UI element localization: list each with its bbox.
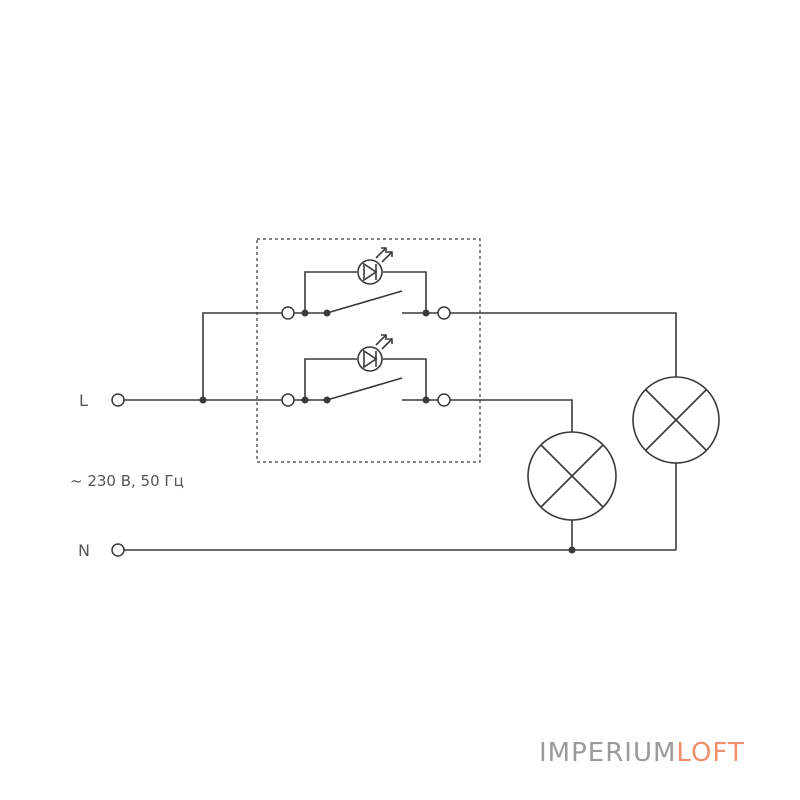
lamp-icon	[632, 376, 720, 464]
switch-channel-1	[281, 247, 451, 320]
supply-spec-label: ~ 230 В, 50 Гц	[70, 472, 184, 490]
output-wire-2	[450, 399, 573, 432]
terminal-out-1	[437, 306, 451, 320]
brand-logo-part2: LOFT	[676, 738, 744, 768]
indicator-led-icon	[357, 247, 393, 285]
live-bridge-wire	[202, 312, 282, 400]
terminal-in-2	[281, 393, 295, 407]
terminal-neutral	[111, 543, 125, 557]
live-label: L	[79, 391, 88, 410]
brand-logo: IMPERIUMLOFT	[539, 738, 745, 768]
terminal-live	[111, 393, 125, 407]
indicator-led-icon	[357, 334, 393, 372]
output-wire-1	[450, 312, 677, 377]
switch-contact-2	[326, 377, 403, 401]
switch-housing	[256, 238, 481, 463]
brand-logo-part1: IMPERIUM	[539, 738, 676, 768]
neutral-label: N	[78, 541, 90, 560]
lamp-icon	[527, 431, 617, 521]
junction-live	[199, 396, 207, 404]
terminal-out-2	[437, 393, 451, 407]
switch-contact-1	[326, 290, 403, 314]
switch-channel-2	[281, 334, 451, 407]
junction-neutral	[568, 546, 576, 554]
terminal-in-1	[281, 306, 295, 320]
